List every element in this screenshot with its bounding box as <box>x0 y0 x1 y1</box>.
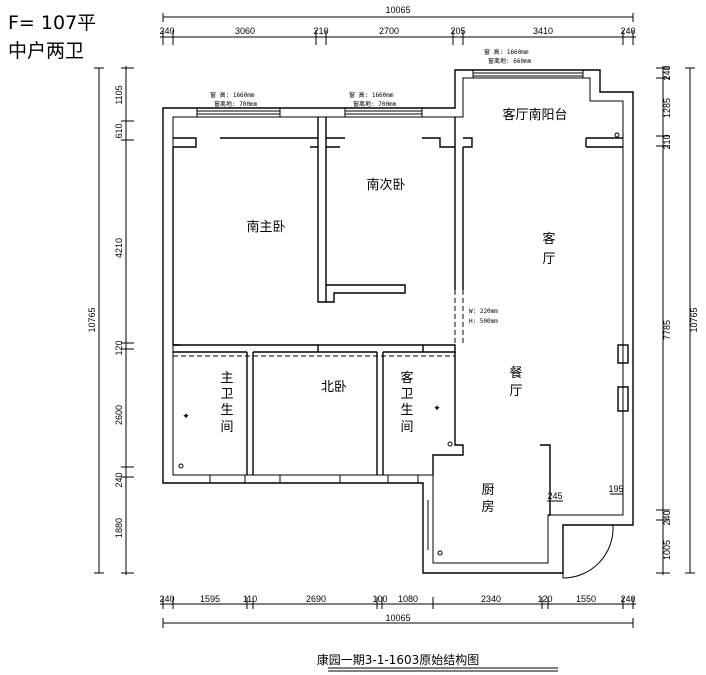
layout-label: 中户两卫 <box>8 40 85 62</box>
floor-drain-icon <box>447 441 453 447</box>
room-dining-char: 厅 <box>509 384 522 399</box>
bottom-total-dim: 10065 <box>385 613 410 623</box>
dim-text: 2340 <box>481 594 501 604</box>
room-master-bath-char: 生 <box>220 403 233 418</box>
dim-text: 100 <box>372 594 387 604</box>
dim-text: 240 <box>620 594 635 604</box>
dim-text: 2600 <box>114 405 124 425</box>
floor-drain-icon <box>178 463 184 469</box>
room-guest-bath-char: 生 <box>400 403 413 418</box>
dim-text: 1880 <box>114 518 124 538</box>
dim-text: 4210 <box>114 238 124 258</box>
right-total-dim: 10765 <box>689 307 699 332</box>
dim-text: 240 <box>662 65 672 80</box>
room-master-bath-char: 主 <box>220 371 233 386</box>
room-kitchen-char: 厨 <box>481 483 494 498</box>
dim-text: 2690 <box>306 594 326 604</box>
plan-title: 康园一期3-1-1603原始结构图 <box>317 652 479 667</box>
dim-text: 120 <box>537 594 552 604</box>
dim-text: 1550 <box>576 594 596 604</box>
dim-text: 1105 <box>114 85 124 104</box>
dim-text: 3060 <box>235 26 255 36</box>
dim-text: 240 <box>159 26 174 36</box>
dim-text: 7785 <box>662 320 672 340</box>
dim-text: 240 <box>159 594 174 604</box>
dim-text: 210 <box>662 134 672 149</box>
dim-text: 610 <box>114 123 124 138</box>
windows <box>196 69 584 484</box>
kitchen-dim-b: 195 <box>608 484 623 494</box>
opening-height: H: 500mm <box>469 318 498 325</box>
dim-text: 1005 <box>662 540 672 560</box>
dim-text: 240 <box>114 472 124 487</box>
left-total-dim: 10765 <box>87 307 97 332</box>
toilet-icon: ✦ <box>182 411 190 421</box>
dim-text: 110 <box>243 594 257 604</box>
window3-sill: 窗离地: 660mm <box>488 57 532 65</box>
room-guest-bath-char: 卫 <box>400 387 413 402</box>
floor-drain-icon <box>437 550 443 556</box>
window2-sill: 窗离地: 700mm <box>353 100 397 108</box>
dim-text: 240 <box>662 510 672 525</box>
dim-text: 120 <box>114 340 124 355</box>
right-dimensions: 10765 240 1285 210 7785 240 1005 <box>656 65 699 575</box>
room-guest-bath-char: 客 <box>400 370 413 386</box>
floor-drain-icon <box>614 132 620 138</box>
opening-width: W: 220mm <box>469 308 498 315</box>
room-second-bedroom: 南次卧 <box>366 177 405 193</box>
dim-text: 210 <box>313 26 328 36</box>
window1-height: 窗 高: 1660mm <box>210 91 255 99</box>
room-guest-bath-char: 间 <box>400 420 413 435</box>
walls <box>162 69 634 579</box>
top-total-dim: 10065 <box>385 5 410 15</box>
top-dimensions: 10065 240 3060 210 2700 205 3410 240 <box>159 5 636 45</box>
area-label: F= 107平 <box>8 12 97 34</box>
dim-text: 1285 <box>662 98 672 118</box>
room-living-char: 厅 <box>542 252 555 267</box>
window2-height: 窗 高: 1660mm <box>349 91 394 99</box>
room-dining-char: 餐 <box>509 365 522 381</box>
room-master-bedroom: 南主卧 <box>246 219 285 235</box>
dim-text: 205 <box>450 26 465 36</box>
dim-text: 1595 <box>200 594 220 604</box>
dim-text: 2700 <box>379 26 399 36</box>
room-master-bath-char: 卫 <box>220 387 233 402</box>
room-kitchen-char: 房 <box>481 499 494 515</box>
bottom-dimensions: 240 1595 110 2690 100 1080 2340 120 1550… <box>159 594 636 628</box>
toilet-icon: ✦ <box>433 403 441 413</box>
window3-height: 窗 高: 1660mm <box>484 48 529 56</box>
dim-text: 240 <box>620 26 635 36</box>
window1-sill: 窗离地: 700mm <box>214 100 258 108</box>
dim-text: 1080 <box>398 594 418 604</box>
room-north-bedroom: 北卧 <box>321 380 347 395</box>
room-master-bath-char: 间 <box>220 420 233 435</box>
dim-text: 3410 <box>533 26 553 36</box>
kitchen-dim-a: 245 <box>547 491 562 501</box>
room-living-char: 客 <box>542 231 555 247</box>
room-living-balcony: 客厅南阳台 <box>502 107 567 123</box>
left-dimensions: 10765 1105 610 4210 120 2600 240 1880 <box>87 66 134 575</box>
